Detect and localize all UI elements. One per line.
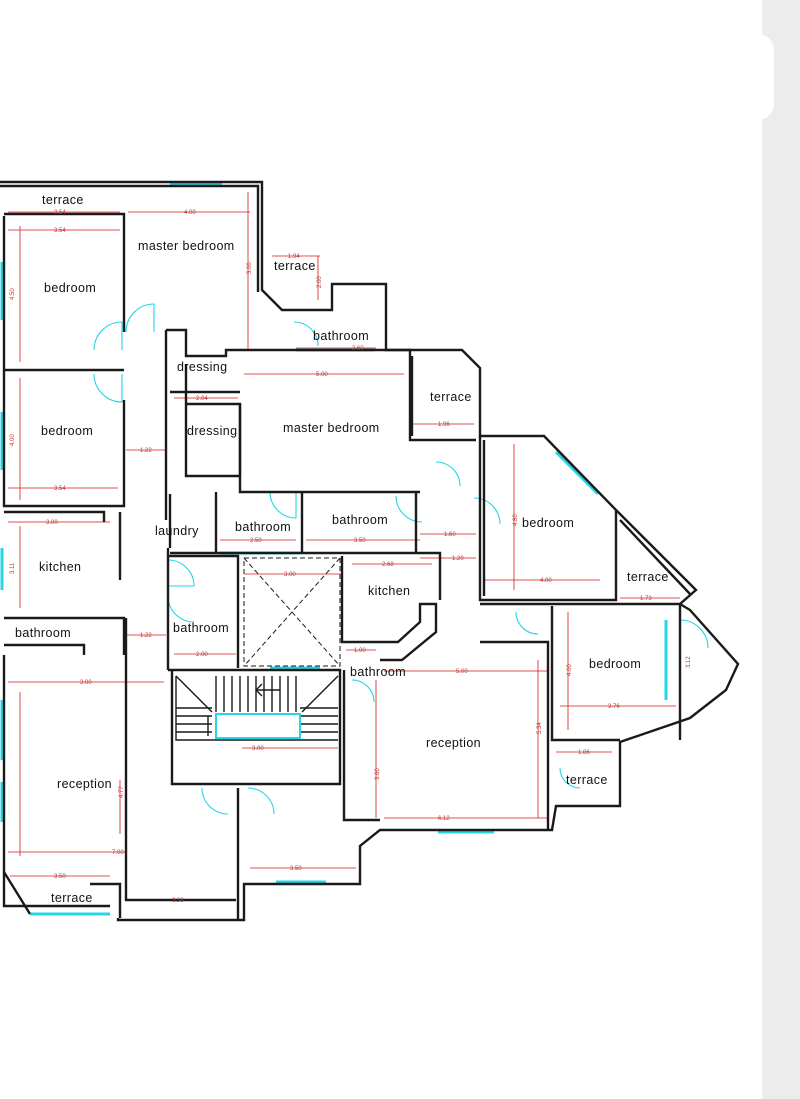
dimension-label: 3.00 xyxy=(252,746,264,752)
room-label: laundry xyxy=(155,524,199,538)
dimension-label: 2.00 xyxy=(317,276,323,288)
dimension-label: 4.77 xyxy=(119,786,125,798)
dimension-label: 5.00 xyxy=(456,669,468,675)
dimension-label: 4.00 xyxy=(567,664,573,676)
room-label: terrace xyxy=(566,773,608,787)
room-label: dressing xyxy=(187,424,237,438)
room-label: terrace xyxy=(42,193,84,207)
room-label: kitchen xyxy=(368,584,410,598)
dimension-label: 4.80 xyxy=(513,514,519,526)
room-label: bedroom xyxy=(41,424,93,438)
dimension-label: 6.12 xyxy=(438,816,450,822)
dimension-label: 4.00 xyxy=(10,434,16,446)
stairs xyxy=(175,675,339,741)
dimension-label: 1.22 xyxy=(140,633,152,639)
dimension-label: 5.00 xyxy=(316,372,328,378)
dimension-label: 3.60 xyxy=(375,768,381,780)
dimension-lines xyxy=(8,192,680,901)
dimension-label: 2.68 xyxy=(382,562,394,568)
dimension-label: 3.54 xyxy=(54,210,66,216)
room-label: bathroom xyxy=(332,513,388,527)
page-side-strip xyxy=(758,0,800,1099)
dimension-label: 2.00 xyxy=(196,652,208,658)
room-labels: terrace master bedroom terrace bedroom b… xyxy=(15,193,669,905)
room-label: master bedroom xyxy=(283,421,380,435)
dimension-label: 1.94 xyxy=(288,254,300,260)
room-label: terrace xyxy=(274,259,316,273)
dimension-label: 3.00 xyxy=(80,680,92,686)
room-label: bathroom xyxy=(15,626,71,640)
room-label: terrace xyxy=(430,390,472,404)
dimension-label: 1.60 xyxy=(444,532,456,538)
dimension-label: 1.22 xyxy=(140,448,152,454)
dimension-label: 2.04 xyxy=(196,396,208,402)
dimension-label: 5.34 xyxy=(537,722,543,734)
dimension-label: 4.50 xyxy=(10,288,16,300)
room-label: terrace xyxy=(627,570,669,584)
dimension-label: 3.76 xyxy=(608,704,620,710)
dimension-label: 3.11 xyxy=(10,562,16,574)
room-label: bathroom xyxy=(173,621,229,635)
light-shaft xyxy=(243,557,341,667)
dimension-label: 3.50 xyxy=(290,866,302,872)
dimension-label: 3.54 xyxy=(54,486,66,492)
room-label: dressing xyxy=(177,360,227,374)
dimension-label: 3.12 xyxy=(686,656,692,668)
room-label: bathroom xyxy=(313,329,369,343)
dimension-label: 1.20 xyxy=(452,556,464,562)
dimension-label: 3.00 xyxy=(46,520,58,526)
dimension-label: 2.50 xyxy=(250,538,262,544)
room-label: bedroom xyxy=(589,657,641,671)
dimension-label: 3.50 xyxy=(54,874,66,880)
dimension-label: 3.54 xyxy=(54,228,66,234)
stair-well-opening xyxy=(215,713,301,739)
dimension-label: 4.00 xyxy=(540,578,552,584)
dimension-label: 4.00 xyxy=(184,210,196,216)
dimension-label: 1.00 xyxy=(354,648,366,654)
room-label: reception xyxy=(426,736,481,750)
room-label: bedroom xyxy=(44,281,96,295)
dimension-label: 1.86 xyxy=(578,750,590,756)
dimension-labels: 3.54 4.00 3.54 4.50 5.00 1.94 2.00 2.60 … xyxy=(10,210,692,904)
dimension-label: 7.00 xyxy=(112,850,124,856)
dimension-label: 3.50 xyxy=(354,538,366,544)
dimension-label: 1.73 xyxy=(640,596,652,602)
dimension-label: 2.60 xyxy=(352,346,364,352)
walls xyxy=(0,180,740,922)
room-label: kitchen xyxy=(39,560,81,574)
room-label: reception xyxy=(57,777,112,791)
openings xyxy=(0,182,668,916)
dimension-label: 3.00 xyxy=(284,572,296,578)
dimension-label: 5.00 xyxy=(247,262,253,274)
room-label: terrace xyxy=(51,891,93,905)
room-label: master bedroom xyxy=(138,239,235,253)
dimension-label: 3.38 xyxy=(172,898,184,904)
dimension-label: 1.96 xyxy=(438,422,450,428)
door-swings xyxy=(93,303,709,815)
room-label: bathroom xyxy=(350,665,406,679)
room-label: bedroom xyxy=(522,516,574,530)
room-label: bathroom xyxy=(235,520,291,534)
strip-bump xyxy=(758,34,774,120)
floor-plan: terrace master bedroom terrace bedroom b… xyxy=(0,180,740,922)
